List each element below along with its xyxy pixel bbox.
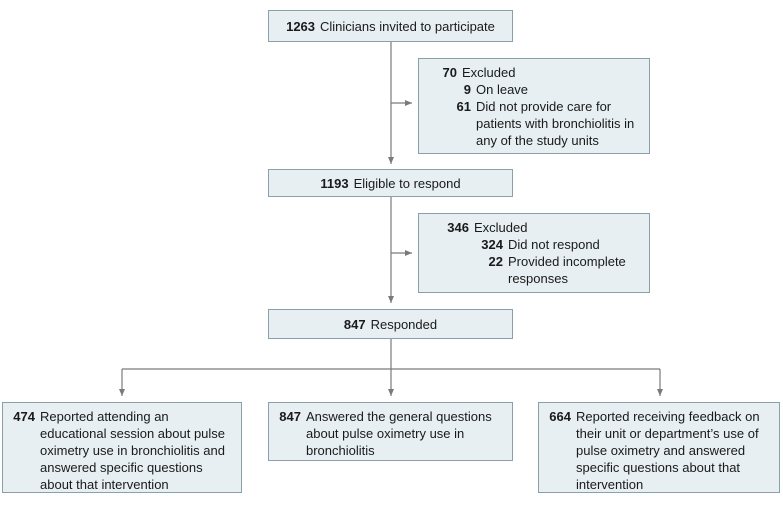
outcome-box-educational-session: 474 Reported attending an educational se…: [2, 402, 242, 493]
eligible-box: 1193 Eligible to respond: [268, 169, 513, 197]
outcome-label: Answered the general questions about pul…: [306, 409, 492, 458]
excluded-2-box: 346 Excluded 324 Did not respond 22 Prov…: [418, 213, 650, 293]
excluded-1-count: 70: [442, 65, 457, 80]
excluded-2-item-label: Did not respond: [508, 237, 600, 252]
excluded-2-item-label: Provided incomplete responses: [508, 254, 626, 286]
excluded-1-box: 70 Excluded 9 On leave 61 Did not provid…: [418, 58, 650, 154]
outcome-label: Reported attending an educational sessio…: [40, 409, 226, 492]
invited-count: 1263: [286, 18, 316, 34]
outcome-box-feedback: 664 Reported receiving feedback on their…: [538, 402, 780, 493]
invited-label: Clinicians invited to participate: [320, 18, 495, 34]
outcome-count: 847: [279, 409, 301, 424]
excluded-2-item-count: 324: [481, 237, 503, 252]
outcome-count: 474: [13, 409, 35, 424]
outcome-count: 664: [549, 409, 571, 424]
excluded-1-item-label: On leave: [476, 82, 529, 97]
excluded-2-label: Excluded: [474, 220, 528, 235]
excluded-1-item-count: 9: [463, 82, 471, 97]
eligible-label: Eligible to respond: [353, 175, 461, 191]
excluded-1-label: Excluded: [462, 65, 516, 80]
responded-count: 847: [343, 316, 366, 332]
eligible-count: 1193: [320, 175, 349, 191]
outcome-box-general-questions: 847 Answered the general questions about…: [268, 402, 513, 461]
responded-label: Responded: [370, 316, 438, 332]
invited-box: 1263 Clinicians invited to participate: [268, 10, 513, 42]
outcome-label: Reported receiving feedback on their uni…: [576, 409, 760, 492]
excluded-2-item-count: 22: [488, 254, 503, 269]
excluded-1-item-count: 61: [456, 99, 471, 114]
excluded-2-count: 346: [447, 220, 469, 235]
responded-box: 847 Responded: [268, 309, 513, 339]
excluded-1-item-label: Did not provide care for patients with b…: [476, 99, 635, 148]
